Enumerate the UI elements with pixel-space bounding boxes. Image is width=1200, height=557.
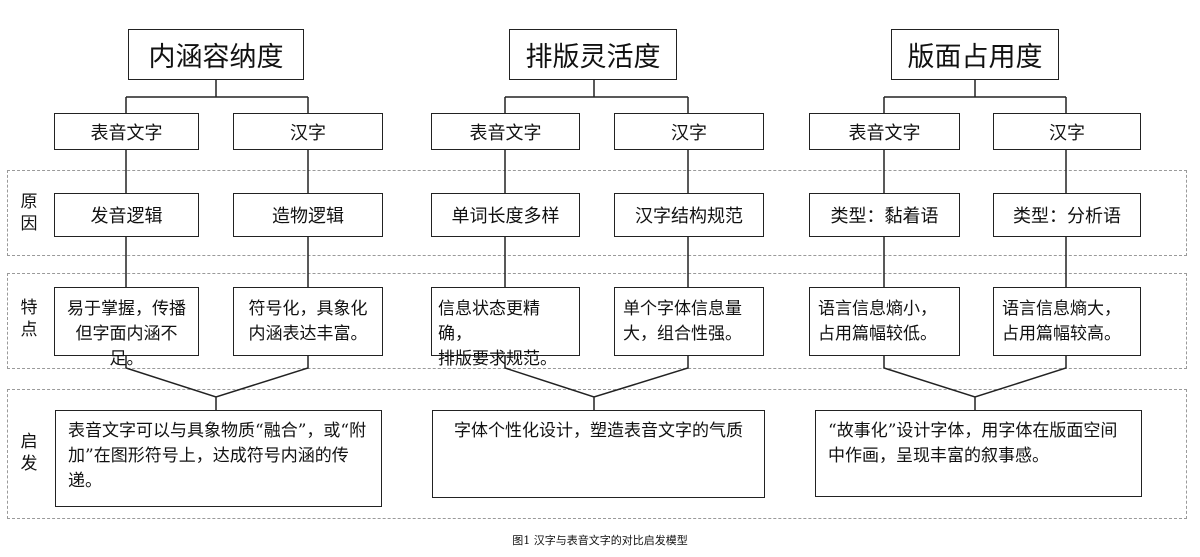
figure-caption: 图1 汉字与表音文字的对比启发模型: [512, 534, 688, 547]
col1-left-type: 表音文字: [54, 113, 199, 150]
row-label-feature: 特 点: [20, 298, 38, 340]
col3-right-type: 汉字: [993, 113, 1141, 150]
feature-row-band: [7, 273, 1187, 369]
reason-row-band: [7, 170, 1187, 256]
col2-title: 排版灵活度: [509, 29, 677, 80]
col1-inspiration: 表音文字可以与具象物质“融合”，或“附加”在图形符号上，达成符号内涵的传递。: [55, 410, 382, 507]
col3-left-reason: 类型：黏着语: [809, 193, 960, 237]
col2-inspiration: 字体个性化设计，塑造表音文字的气质: [432, 410, 765, 498]
col2-right-reason: 汉字结构规范: [614, 193, 764, 237]
col2-right-type: 汉字: [614, 113, 764, 150]
col2-left-type: 表音文字: [431, 113, 580, 150]
col2-left-reason: 单词长度多样: [431, 193, 580, 237]
col1-title: 内涵容纳度: [128, 29, 304, 80]
inspire-row-band: [7, 389, 1187, 519]
col3-left-type: 表音文字: [809, 113, 960, 150]
col3-title: 版面占用度: [891, 29, 1059, 80]
col1-right-type: 汉字: [233, 113, 383, 150]
col3-inspiration: “故事化”设计字体，用字体在版面空间中作画，呈现丰富的叙事感。: [815, 410, 1142, 497]
col1-left-reason: 发音逻辑: [54, 193, 199, 237]
col3-right-feature: 语言信息熵大， 占用篇幅较高。: [993, 287, 1141, 356]
row-label-inspire: 启 发: [20, 432, 38, 474]
col1-right-feature: 符号化，具象化 内涵表达丰富。: [233, 287, 383, 356]
col1-right-reason: 造物逻辑: [233, 193, 383, 237]
col3-left-feature: 语言信息熵小， 占用篇幅较低。: [809, 287, 960, 356]
col3-right-reason: 类型：分析语: [993, 193, 1141, 237]
col2-left-feature: 信息状态更精确， 排版要求规范。: [431, 287, 580, 369]
col2-right-feature: 单个字体信息量 大，组合性强。: [614, 287, 764, 356]
col1-left-feature: 易于掌握，传播 但字面内涵不足。: [54, 287, 199, 369]
row-label-reason: 原 因: [20, 192, 38, 234]
